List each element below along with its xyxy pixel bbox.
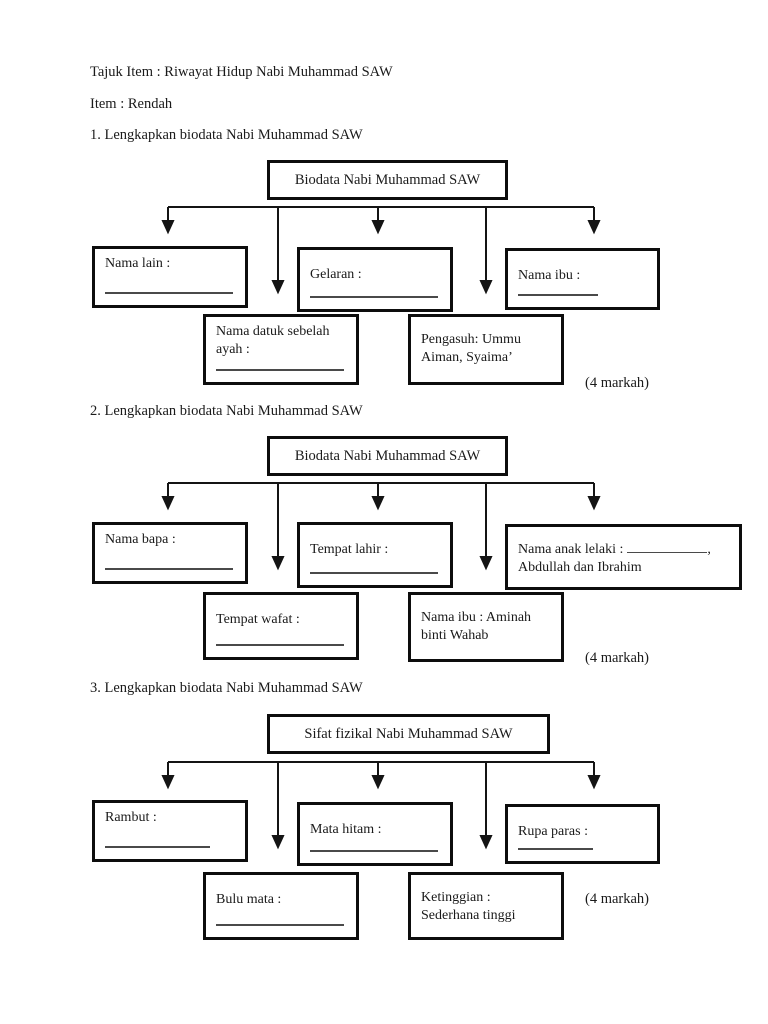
box-tempat-lahir-label: Tempat lahir : <box>310 542 389 557</box>
section-2-prompt: 2. Lengkapkan biodata Nabi Muhammad SAW <box>90 403 363 419</box>
doc-item-line: Item : Rendah <box>90 96 173 112</box>
box-ketinggian-line1: Ketinggian : <box>421 890 491 905</box>
doc-title-line: Tajuk Item : Riwayat Hidup Nabi Muhammad… <box>90 64 393 80</box>
blank-answer-line <box>518 848 593 850</box>
box-mata-hitam: Mata hitam : <box>297 802 453 866</box>
box-gelaran: Gelaran : <box>297 247 453 312</box>
section-2-title-box: Biodata Nabi Muhammad SAW <box>267 436 508 476</box>
box-tempat-wafat-label: Tempat wafat : <box>216 612 300 627</box>
box-mata-hitam-label: Mata hitam : <box>310 822 382 837</box>
box-rambut-label: Rambut : <box>105 810 157 825</box>
box-nama-bapa: Nama bapa : <box>92 522 248 584</box>
section-1-title-box: Biodata Nabi Muhammad SAW <box>267 160 508 200</box>
blank-answer-line <box>105 568 233 570</box>
box-nama-anak-lelaki: Nama anak lelaki :, Abdullah dan Ibrahim <box>505 524 742 590</box>
blank-answer-line <box>105 292 233 294</box>
box-gelaran-label: Gelaran : <box>310 267 362 282</box>
blank-answer-line <box>216 644 344 646</box>
section-1-title-text: Biodata Nabi Muhammad SAW <box>294 171 481 188</box>
box-nama-datuk-line1: Nama datuk sebelah <box>216 324 330 339</box>
box-nama-ibu-aminah-line1: Nama ibu : Aminah <box>421 610 532 625</box>
box-tempat-lahir: Tempat lahir : <box>297 522 453 588</box>
section-3-marks: (4 markah) <box>585 891 650 907</box>
box-nama-datuk: Nama datuk sebelah ayah : <box>203 314 359 385</box>
box-tempat-wafat: Tempat wafat : <box>203 592 359 660</box>
section-2-connectors <box>161 482 601 571</box>
box-nama-ibu: Nama ibu : <box>505 248 660 310</box>
box-pengasuh-line1: Pengasuh: Ummu <box>421 332 521 347</box>
box-nama-ibu-aminah: Nama ibu : Aminah binti Wahab <box>408 592 564 662</box>
blank-answer-line <box>105 846 210 848</box>
section-1-connectors <box>161 206 601 295</box>
section-1-marks: (4 markah) <box>585 375 650 391</box>
box-rupa-paras: Rupa paras : <box>505 804 660 864</box>
box-nama-ibu-aminah-line2: binti Wahab <box>421 628 489 643</box>
blank-answer-line <box>310 572 438 574</box>
section-3-prompt: 3. Lengkapkan biodata Nabi Muhammad SAW <box>90 680 363 696</box>
blank-answer-line <box>216 924 344 926</box>
box-nama-bapa-label: Nama bapa : <box>105 532 176 547</box>
box-nama-anak-suffix: , <box>707 542 711 557</box>
blank-answer-line <box>310 850 438 852</box>
box-rambut: Rambut : <box>92 800 248 862</box>
box-nama-ibu-label: Nama ibu : <box>518 268 581 283</box>
section-3-connectors <box>161 761 601 850</box>
blank-answer-line <box>627 541 708 553</box>
box-nama-datuk-line2: ayah : <box>216 342 250 357</box>
section-2-marks: (4 markah) <box>585 650 650 666</box>
box-ketinggian: Ketinggian : Sederhana tinggi <box>408 872 564 940</box>
section-3-title-text: Sifat fizikal Nabi Muhammad SAW <box>304 725 513 742</box>
box-pengasuh-line2: Aiman, Syaima’ <box>421 350 513 365</box>
box-bulu-mata-label: Bulu mata : <box>216 892 282 907</box>
section-3-title-box: Sifat fizikal Nabi Muhammad SAW <box>267 714 550 754</box>
blank-answer-line <box>518 294 598 296</box>
blank-answer-line <box>310 296 438 298</box>
box-nama-anak-prefix: Nama anak lelaki : <box>518 542 624 557</box>
box-rupa-paras-label: Rupa paras : <box>518 824 588 839</box>
box-pengasuh: Pengasuh: Ummu Aiman, Syaima’ <box>408 314 564 385</box>
section-2-title-text: Biodata Nabi Muhammad SAW <box>294 447 481 464</box>
blank-answer-line <box>216 369 344 371</box>
box-bulu-mata: Bulu mata : <box>203 872 359 940</box>
box-nama-anak-line2: Abdullah dan Ibrahim <box>518 560 642 575</box>
box-nama-lain-label: Nama lain : <box>105 256 171 271</box>
box-nama-lain: Nama lain : <box>92 246 248 308</box>
section-1-prompt: 1. Lengkapkan biodata Nabi Muhammad SAW <box>90 127 363 143</box>
box-ketinggian-line2: Sederhana tinggi <box>421 908 516 923</box>
